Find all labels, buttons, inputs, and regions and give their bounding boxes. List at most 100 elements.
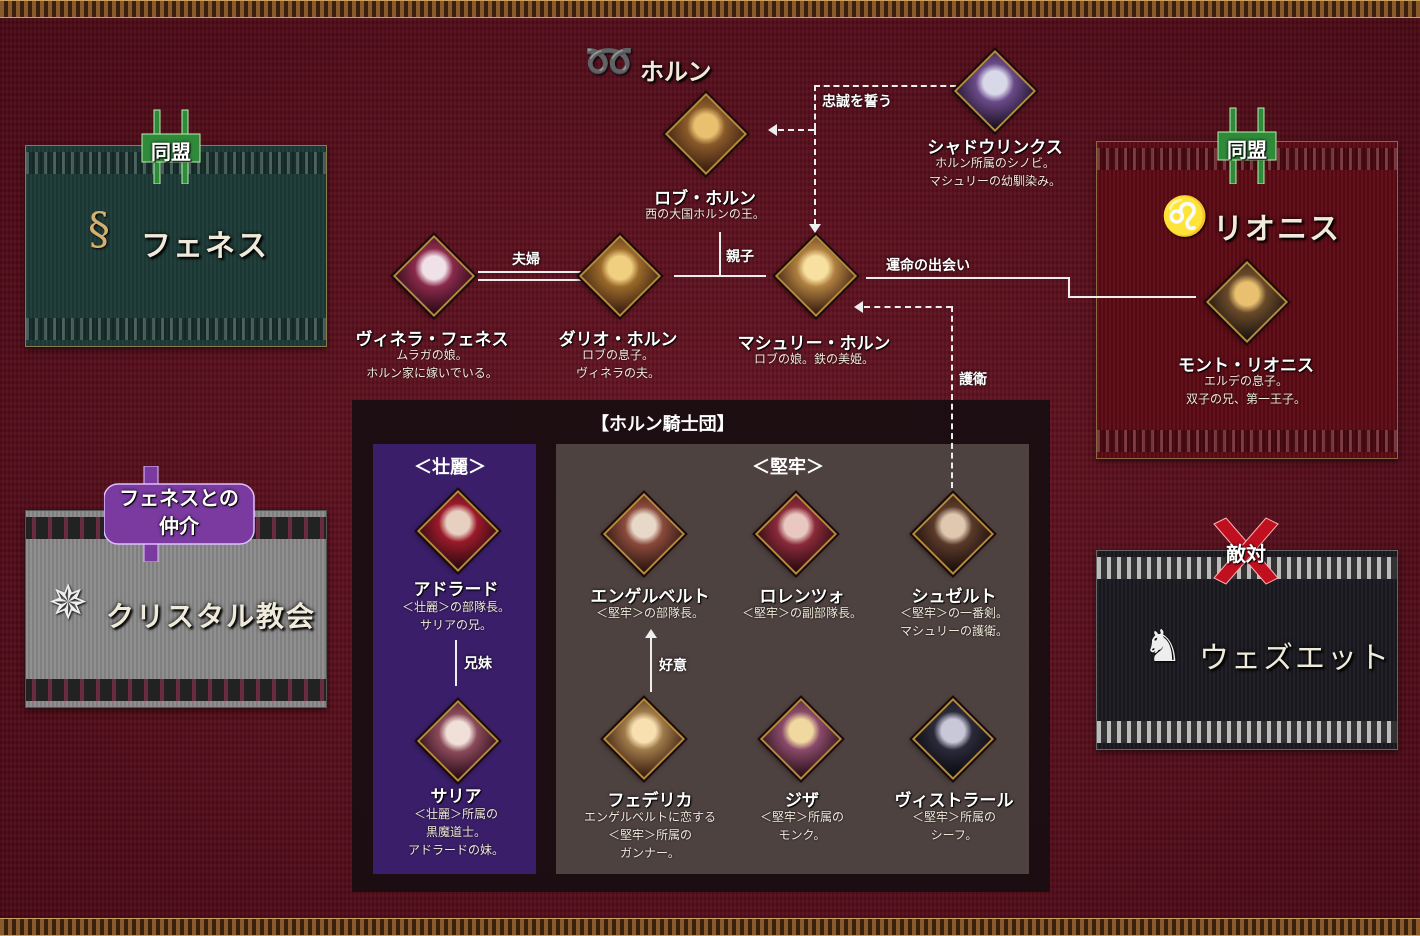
loyalty-line [814, 85, 816, 129]
desc-line: モンク。 [778, 828, 826, 842]
loyalty-line [778, 129, 814, 131]
parent-child-line [674, 275, 766, 277]
character-name-engelbert: エンゲルベルト [590, 587, 710, 607]
bottom-border [0, 918, 1420, 936]
guard-line [864, 306, 952, 308]
beast-emblem-icon: ♞ [1143, 621, 1183, 672]
crystal-emblem-icon: ✵ [48, 575, 89, 631]
faction-name: クリスタル教会 [106, 600, 317, 633]
guard-line [951, 306, 953, 488]
fate-line [1068, 296, 1196, 298]
mediator-badge-shape [104, 466, 255, 562]
relation-label-parent-child: 親子 [726, 249, 754, 265]
character-name-ziza: ジザ [785, 791, 819, 811]
portrait-rob[interactable] [664, 92, 748, 176]
character-desc-schezelt: ＜堅牢＞の一番剣。 マシュリーの護衛。 [861, 604, 1047, 640]
character-desc-mashley: ロブの娘。鉄の美姫。 [722, 350, 906, 368]
desc-line: 西の大国ホルンの王。 [645, 207, 765, 221]
portrait-vinera[interactable] [392, 234, 476, 318]
character-desc-ziza: ＜堅牢＞所属の モンク。 [714, 808, 890, 844]
enemy-badge: 敵対 [1208, 516, 1284, 586]
fate-line [866, 277, 1069, 279]
desc-line: ムラガの娘。 [396, 348, 468, 362]
desc-line: ＜堅牢＞の一番剣。 [899, 606, 1008, 620]
badge-label: 同盟 [151, 140, 191, 164]
desc-line: エルデの息子。 [1203, 374, 1288, 388]
character-desc-vistral: ＜堅牢＞所属の シーフ。 [866, 808, 1042, 844]
faction-card-lionis[interactable]: ♌ リオニス [1096, 141, 1398, 459]
character-desc-lorenzo: ＜堅牢＞の副部隊長。 [709, 604, 895, 622]
faction-name: リオニス [1213, 212, 1341, 247]
alliance-badge: 同盟 [1214, 104, 1280, 184]
desc-line: ロブの息子。 [581, 348, 654, 362]
badge-label: フェネスとの 仲介 [119, 486, 239, 538]
desc-line: ＜堅牢＞所属の [911, 810, 996, 824]
desc-line: サリアの兄。 [419, 618, 492, 632]
portrait-shadow[interactable] [953, 49, 1037, 133]
enemy-badge-shape [1213, 517, 1279, 585]
character-desc-rob: 西の大国ホルンの王。 [615, 205, 795, 223]
desc-line: ＜堅牢＞所属の [607, 828, 692, 842]
knight-order-title: 【ホルン騎士団】 [591, 414, 735, 435]
desc-line: ＜壮麗＞所属の [413, 807, 498, 821]
faction-name: フェネス [141, 229, 269, 264]
faction-card-wezett[interactable]: ♞ ウェズエット [1096, 550, 1398, 750]
desc-line: ロブの娘。鉄の美姫。 [753, 352, 874, 366]
desc-line: 双子の兄、第一王子。 [1185, 392, 1306, 406]
character-desc-adrad: ＜壮麗＞の部隊長。 サリアの兄。 [381, 598, 531, 634]
character-name-mont: モント・リオニス [1178, 356, 1314, 376]
married-line [478, 271, 581, 273]
faction-card-fenes[interactable]: § フェネス [25, 145, 327, 347]
faction-card-crystal-church[interactable]: ✵ クリスタル教会 [25, 510, 327, 708]
card-pattern-band [1097, 430, 1397, 452]
parent-child-line [719, 232, 721, 276]
character-name-mashley: マシュリー・ホルン [737, 334, 891, 354]
card-pattern-band [1097, 557, 1397, 579]
alliance-badge-shape [1217, 107, 1277, 184]
character-desc-federica: エンゲルベルトに恋する ＜堅牢＞所属の ガンナー。 [554, 808, 746, 862]
arrow-up-icon [645, 629, 657, 638]
character-name-schezelt: シュゼルト [911, 587, 997, 607]
horun-title: ホルン [640, 57, 712, 86]
lion-emblem-icon: ♌ [1161, 194, 1209, 238]
desc-line: マシュリーの幼馴染み。 [928, 174, 1061, 188]
alliance-badge: 同盟 [138, 106, 204, 184]
desc-line: アドラードの妹。 [407, 843, 504, 857]
character-name-shadow: シャドウリンクス [927, 138, 1063, 158]
desc-line: ＜堅牢＞の副部隊長。 [741, 606, 862, 620]
relation-label-guard: 護衛 [959, 372, 987, 388]
desc-line: シーフ。 [930, 828, 978, 842]
character-name-adrad: アドラード [413, 580, 499, 600]
fate-line [1068, 277, 1070, 297]
kenro-unit-title: ＜堅牢＞ [752, 457, 824, 478]
mediator-badge: フェネスとの 仲介 [104, 466, 260, 562]
character-name-saria: サリア [430, 787, 482, 807]
character-desc-saria: ＜壮麗＞所属の 黒魔道士。 アドラードの妹。 [381, 805, 531, 859]
faction-name: ウェズエット [1199, 641, 1391, 676]
top-border [0, 0, 1420, 18]
desc-line: ヴィネラの夫。 [575, 366, 660, 380]
relation-label-loyalty: 忠誠を誓う [822, 94, 892, 110]
arrow-down-icon [809, 224, 821, 233]
desc-line: エンゲルベルトに恋する [583, 810, 716, 824]
portrait-mashley[interactable] [774, 234, 858, 318]
character-name-dario: ダリオ・ホルン [558, 330, 678, 350]
badge-label: 同盟 [1227, 138, 1267, 162]
siblings-line [455, 640, 457, 686]
character-name-federica: フェデリカ [607, 791, 693, 811]
character-name-vistral: ヴィストラール [894, 791, 1014, 811]
serpent-emblem-icon: § [88, 204, 110, 255]
married-line [478, 279, 581, 281]
desc-line: ＜壮麗＞の部隊長。 [401, 600, 510, 614]
desc-line: ガンナー。 [620, 846, 680, 860]
desc-line: ホルン家に嫁いでいる。 [366, 366, 498, 380]
card-pattern-band [1097, 721, 1397, 743]
character-desc-mont: エルデの息子。 双子の兄、第一王子。 [1146, 372, 1346, 408]
portrait-dario[interactable] [578, 234, 662, 318]
card-pattern-band [26, 679, 326, 701]
character-desc-shadow: ホルン所属のシノビ。 マシュリーの幼馴染み。 [895, 154, 1095, 190]
horn-emblem-icon: ➿ [584, 39, 634, 85]
desc-line: 黒魔道士。 [425, 825, 486, 839]
relation-label-married: 夫婦 [512, 252, 540, 268]
alliance-badge-shape [141, 109, 201, 184]
